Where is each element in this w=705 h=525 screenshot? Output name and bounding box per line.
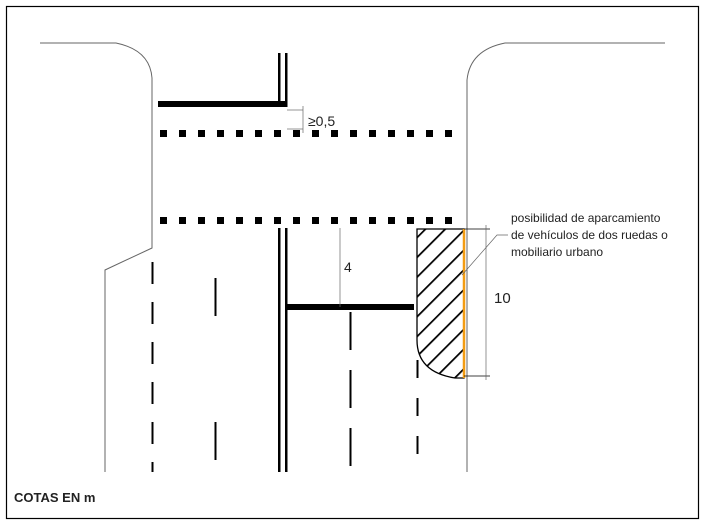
center-double-line-top-2 (285, 53, 288, 107)
center-double-line-bottom (278, 228, 281, 472)
center-double-line-top (278, 53, 281, 107)
hatched-island (416, 228, 465, 379)
stop-line-top (158, 101, 287, 107)
frame (5, 5, 700, 520)
island-length-label: 10 (494, 290, 511, 307)
left-curb (40, 42, 153, 472)
note-leader (461, 234, 508, 276)
center-double-line-bottom-2 (285, 228, 288, 472)
note-line-1: posibilidad de aparcamiento (511, 211, 661, 225)
stop-distance-label: 4 (344, 259, 352, 275)
units-caption: COTAS EN m (14, 490, 95, 505)
stop-line-bottom (287, 304, 414, 310)
right-curb (466, 42, 665, 472)
note-line-3: mobiliario urbano (511, 245, 603, 259)
note-line-2: de vehículos de dos ruedas o (511, 228, 668, 242)
gap-label: ≥0,5 (308, 113, 335, 129)
